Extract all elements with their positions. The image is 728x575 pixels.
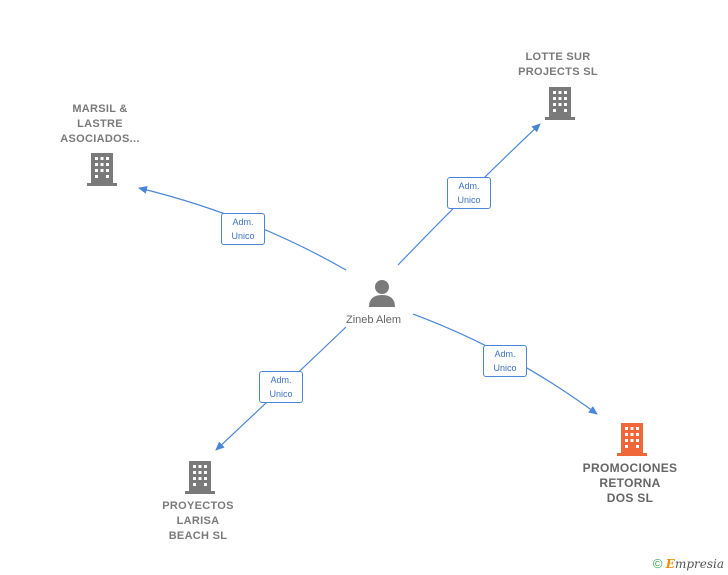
building-icon[interactable] — [87, 153, 117, 186]
person-name[interactable]: Zineb Alem — [346, 314, 402, 326]
edge-label-marsil[interactable]: Adm. Unico — [221, 213, 265, 245]
building-icon[interactable] — [617, 423, 647, 456]
building-icon[interactable] — [545, 87, 575, 120]
company-label-marsil[interactable]: MARSIL & LASTRE ASOCIADOS... — [60, 103, 140, 145]
edge-label-proyectos[interactable]: Adm. Unico — [259, 371, 303, 403]
company-label-lotte[interactable]: LOTTE SUR PROJECTS SL — [518, 51, 598, 78]
brand-initial: E — [665, 557, 675, 571]
building-icon[interactable] — [185, 461, 215, 494]
brand-name: mpresia — [674, 557, 724, 571]
copyright-icon: © — [652, 556, 663, 571]
edge-label-lotte[interactable]: Adm. Unico — [447, 177, 491, 209]
person-icon[interactable] — [369, 280, 395, 307]
edge-label-promociones[interactable]: Adm. Unico — [483, 345, 527, 377]
brand-footer: © Empresia — [653, 556, 724, 571]
company-label-promociones[interactable]: PROMOCIONES RETORNA DOS SL — [582, 461, 678, 505]
company-label-proyectos[interactable]: PROYECTOS LARISA BEACH SL — [162, 500, 234, 542]
